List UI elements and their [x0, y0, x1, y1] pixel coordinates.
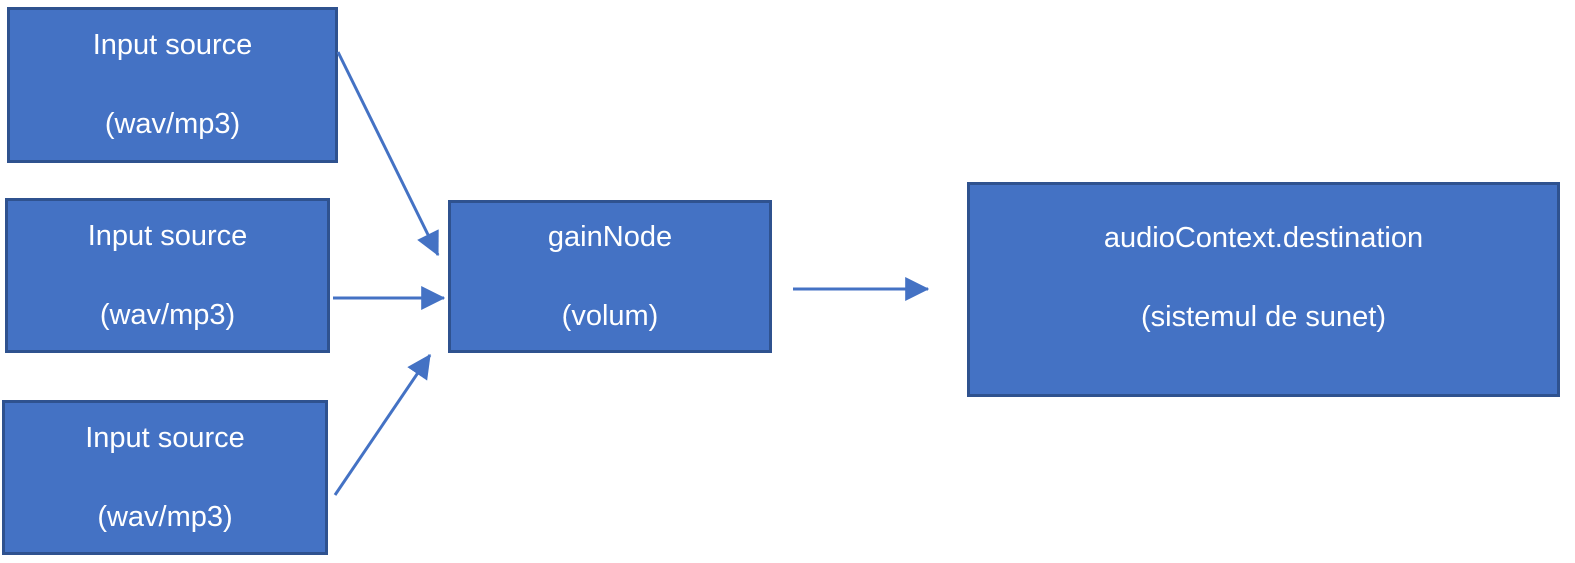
node-audiocontext-destination-title: audioContext.destination	[1103, 221, 1424, 254]
node-audiocontext-destination: audioContext.destination (sistemul de su…	[967, 182, 1560, 397]
node-input-source-2-subtitle: (wav/mp3)	[99, 298, 236, 331]
node-input-source-3-title: Input source	[85, 421, 245, 454]
node-gain-node-title: gainNode	[547, 220, 673, 253]
node-input-source-3-subtitle: (wav/mp3)	[97, 500, 233, 533]
arrow-input1-to-gain	[336, 51, 440, 257]
node-input-source-1: Input source (wav/mp3)	[7, 7, 338, 163]
node-input-source-1-subtitle: (wav/mp3)	[104, 108, 241, 140]
node-audiocontext-destination-subtitle: (sistemul de sunet)	[1141, 300, 1386, 333]
node-input-source-2: Input source (wav/mp3)	[5, 198, 330, 353]
node-gain-node-subtitle: (volum)	[561, 299, 659, 332]
node-input-source-2-title: Input source	[87, 219, 248, 252]
node-gain-node: gainNode (volum)	[448, 200, 772, 353]
node-input-source-1-title: Input source	[92, 29, 253, 62]
node-input-source-3: Input source (wav/mp3)	[2, 400, 328, 555]
arrow-input3-to-gain	[333, 354, 432, 496]
